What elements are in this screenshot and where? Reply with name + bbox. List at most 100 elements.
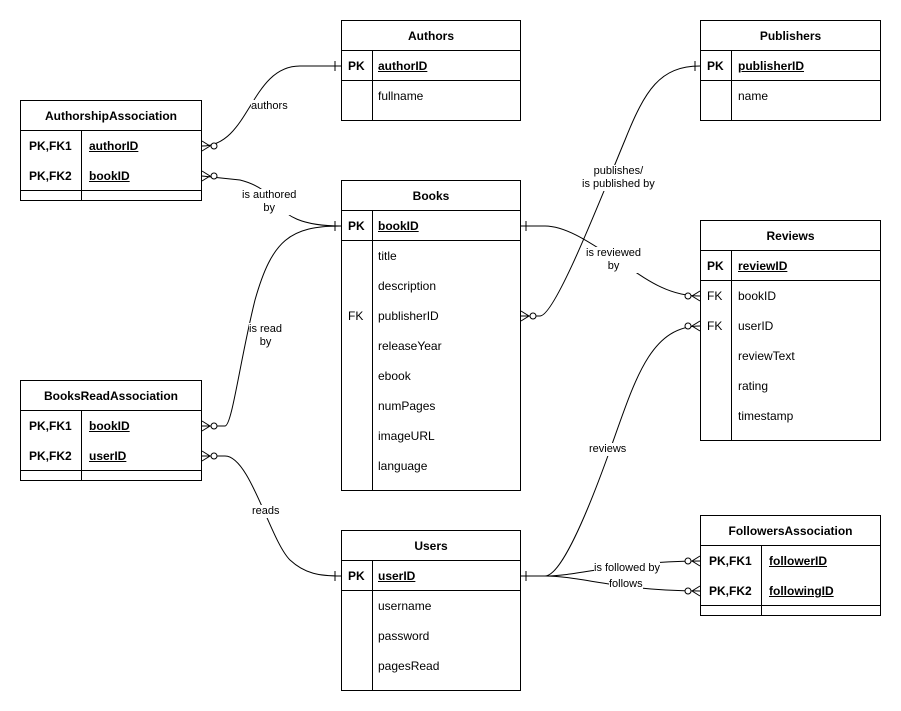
relationship-label-reads: reads [252, 505, 280, 518]
crowfoot-zero-many-icon [684, 320, 701, 332]
key-label: PK,FK2 [709, 584, 752, 598]
key-label: FK [348, 309, 364, 323]
field-row: reviewText [701, 341, 880, 371]
key-label: PK,FK1 [709, 554, 752, 568]
field-row: language [342, 451, 520, 481]
field-row: name [701, 81, 880, 111]
field-name: followerID [769, 554, 828, 568]
field-name: bookID [378, 219, 419, 233]
relationship-label-reviews: reviews [589, 443, 627, 456]
field-name: rating [738, 379, 769, 393]
field-row: PK,FK2 followingID [701, 576, 880, 606]
entity-authors[interactable]: Authors PK authorID fullname [341, 20, 521, 121]
pk-row: PK bookID [342, 211, 520, 241]
relationship-label-follows: follows [609, 578, 643, 591]
connector-books-publishers [521, 65, 701, 317]
association-followers[interactable]: FollowersAssociation PK,FK1 followerID P… [700, 515, 881, 616]
entity-title: BooksReadAssociation [21, 381, 201, 411]
key-label: PK,FK1 [29, 419, 72, 433]
field-name: userID [89, 449, 127, 463]
field-name: fullname [378, 89, 424, 103]
entity-title: FollowersAssociation [701, 516, 880, 546]
field-name: description [378, 279, 437, 293]
column-divider [81, 411, 82, 480]
relationship-label-is-reviewed-by: is reviewed by [586, 247, 642, 273]
column-divider [372, 51, 373, 120]
entity-title: Authors [342, 21, 520, 51]
field-name: pagesRead [378, 659, 440, 673]
field-name: releaseYear [378, 339, 442, 353]
field-name: authorID [378, 59, 428, 73]
key-label: PK [707, 259, 724, 273]
crowfoot-zero-many-icon [201, 420, 218, 432]
relationship-label-publishes: publishes/ is published by [582, 165, 655, 191]
field-row: title [342, 241, 520, 271]
connector-booksread-users [202, 455, 342, 577]
entity-books[interactable]: Books PK bookID title description FK pub… [341, 180, 521, 491]
field-name: timestamp [738, 409, 794, 423]
key-label: FK [707, 289, 723, 303]
column-divider [731, 251, 732, 440]
column-divider [761, 546, 762, 615]
field-name: numPages [378, 399, 436, 413]
entity-publishers[interactable]: Publishers PK publisherID name [700, 20, 881, 121]
key-label: FK [707, 319, 723, 333]
field-row: FK userID [701, 311, 880, 341]
field-name: imageURL [378, 429, 435, 443]
field-name: ebook [378, 369, 411, 383]
field-row: PK,FK1 bookID [21, 411, 201, 441]
association-booksread[interactable]: BooksReadAssociation PK,FK1 bookID PK,FK… [20, 380, 202, 481]
field-row: pagesRead [342, 651, 520, 681]
field-name: bookID [89, 169, 130, 183]
field-row: fullname [342, 81, 520, 111]
column-divider [372, 211, 373, 490]
column-divider [81, 131, 82, 200]
key-label: PK,FK2 [29, 449, 72, 463]
field-name: reviewID [738, 259, 788, 273]
field-row: timestamp [701, 401, 880, 431]
crowfoot-zero-many-icon [684, 555, 701, 567]
relationship-label-is-followed-by: is followed by [594, 562, 661, 575]
entity-title: Reviews [701, 221, 880, 251]
field-row: numPages [342, 391, 520, 421]
pk-row: PK authorID [342, 51, 520, 81]
pk-row: PK publisherID [701, 51, 880, 81]
entity-title: Users [342, 531, 520, 561]
field-name: followingID [769, 584, 834, 598]
crowfoot-zero-many-icon [201, 140, 218, 152]
key-label: PK [707, 59, 724, 73]
field-name: userID [378, 569, 416, 583]
field-name: bookID [89, 419, 130, 433]
table-footer [21, 190, 201, 200]
entity-users[interactable]: Users PK userID username password pagesR… [341, 530, 521, 691]
association-authorship[interactable]: AuthorshipAssociation PK,FK1 authorID PK… [20, 100, 202, 201]
field-name: publisherID [378, 309, 439, 323]
field-row: releaseYear [342, 331, 520, 361]
entity-title: AuthorshipAssociation [21, 101, 201, 131]
field-row: username [342, 591, 520, 621]
key-label: PK,FK1 [29, 139, 72, 153]
field-row: description [342, 271, 520, 301]
connector-users-followers-2 [521, 575, 701, 592]
field-name: reviewText [738, 349, 795, 363]
pk-row: PK userID [342, 561, 520, 591]
relationship-label-is-read-by: is read by [249, 323, 283, 349]
field-row: imageURL [342, 421, 520, 451]
field-row: PK,FK1 authorID [21, 131, 201, 161]
field-name: password [378, 629, 430, 643]
entity-title: Publishers [701, 21, 880, 51]
field-name: username [378, 599, 432, 613]
pk-row: PK reviewID [701, 251, 880, 281]
key-label: PK,FK2 [29, 169, 72, 183]
field-name: title [378, 249, 397, 263]
field-name: publisherID [738, 59, 805, 73]
crowfoot-zero-many-icon [684, 585, 701, 597]
key-label: PK [348, 219, 365, 233]
field-name: bookID [738, 289, 777, 303]
field-name: userID [738, 319, 774, 333]
table-footer [701, 605, 880, 615]
field-name: language [378, 459, 428, 473]
entity-reviews[interactable]: Reviews PK reviewID FK bookID FK userID … [700, 220, 881, 441]
field-row: PK,FK1 followerID [701, 546, 880, 576]
field-row: FK publisherID [342, 301, 520, 331]
